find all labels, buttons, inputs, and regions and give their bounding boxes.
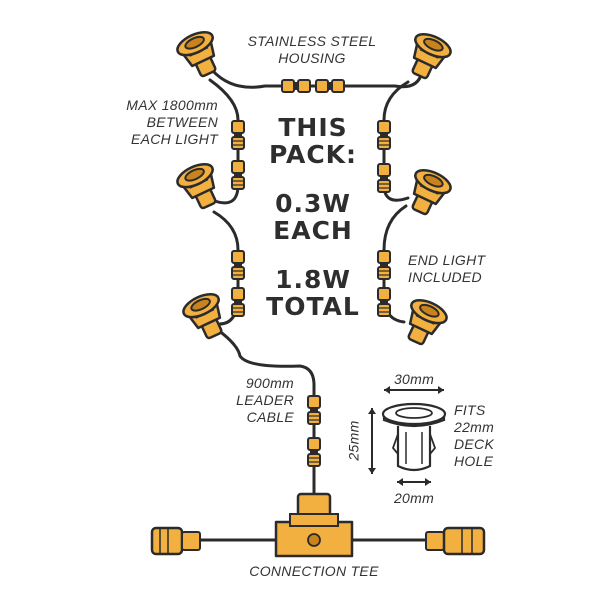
pack-label: THIS PACK: bbox=[256, 114, 370, 168]
deck-light-icon bbox=[400, 28, 456, 85]
pack-line1: THIS bbox=[278, 113, 348, 142]
dimension-arrow-icon bbox=[384, 386, 444, 394]
each-line1: 0.3W bbox=[275, 189, 351, 218]
connector-icon bbox=[377, 250, 391, 280]
connector-icon bbox=[307, 395, 321, 425]
max-distance-line3: EACH LIGHT bbox=[130, 131, 218, 147]
fits-hole-label: FITS 22mm DECK HOLE bbox=[454, 402, 524, 470]
connector-icon bbox=[377, 287, 391, 317]
connection-tee-label: CONNECTION TEE bbox=[249, 563, 379, 579]
connector-icon bbox=[231, 250, 245, 280]
dim-bottom-label: 20mm bbox=[393, 490, 435, 506]
end-light-line1: END LIGHT bbox=[408, 252, 486, 268]
leader-cable-label: 900mm LEADER CABLE bbox=[198, 375, 294, 426]
max-distance-label: MAX 1800mm BETWEEN EACH LIGHT bbox=[92, 97, 218, 148]
housing-label-line1: STAINLESS STEEL bbox=[247, 33, 377, 49]
total-wattage-label: 1.8W TOTAL bbox=[256, 266, 370, 320]
fits-line2: 22mm bbox=[454, 419, 495, 435]
max-distance-line2: BETWEEN bbox=[146, 114, 218, 130]
connector-icon bbox=[281, 79, 311, 93]
dimension-detail bbox=[368, 386, 447, 486]
deck-light-icon bbox=[172, 26, 228, 83]
connection-tee-icon bbox=[150, 492, 486, 558]
leader-line1: 900mm bbox=[245, 375, 294, 391]
deck-light-icon bbox=[172, 158, 228, 215]
max-distance-line1: MAX 1800mm bbox=[126, 97, 218, 113]
total-line1: 1.8W bbox=[275, 265, 351, 294]
housing-label: STAINLESS STEEL HOUSING bbox=[222, 33, 402, 67]
deck-light-icon bbox=[396, 294, 452, 351]
fits-line3: DECK bbox=[454, 436, 495, 452]
connector-icon bbox=[307, 437, 321, 467]
end-light-line2: INCLUDED bbox=[408, 269, 482, 285]
dim-top-label: 30mm bbox=[393, 371, 435, 387]
end-light-label: END LIGHT INCLUDED bbox=[408, 252, 528, 286]
connector-icon bbox=[231, 160, 245, 190]
connector-icon bbox=[377, 163, 391, 193]
dimension-arrow-icon bbox=[368, 408, 376, 474]
connector-icon bbox=[377, 120, 391, 150]
connector-icon bbox=[231, 287, 245, 317]
leader-line2: LEADER bbox=[236, 392, 294, 408]
fits-line4: HOLE bbox=[454, 453, 494, 469]
leader-line3: CABLE bbox=[246, 409, 294, 425]
pack-line2: PACK: bbox=[268, 140, 358, 169]
connector-icon bbox=[231, 120, 245, 150]
connector-icon bbox=[315, 79, 345, 93]
each-wattage-label: 0.3W EACH bbox=[256, 190, 370, 244]
dim-height-label: 25mm bbox=[345, 420, 362, 461]
each-line2: EACH bbox=[273, 216, 353, 245]
deck-light-icon bbox=[400, 164, 456, 221]
fits-line1: FITS bbox=[454, 402, 486, 418]
total-line2: TOTAL bbox=[266, 292, 360, 321]
housing-label-line2: HOUSING bbox=[278, 50, 346, 66]
dimension-arrow-icon bbox=[397, 478, 431, 486]
